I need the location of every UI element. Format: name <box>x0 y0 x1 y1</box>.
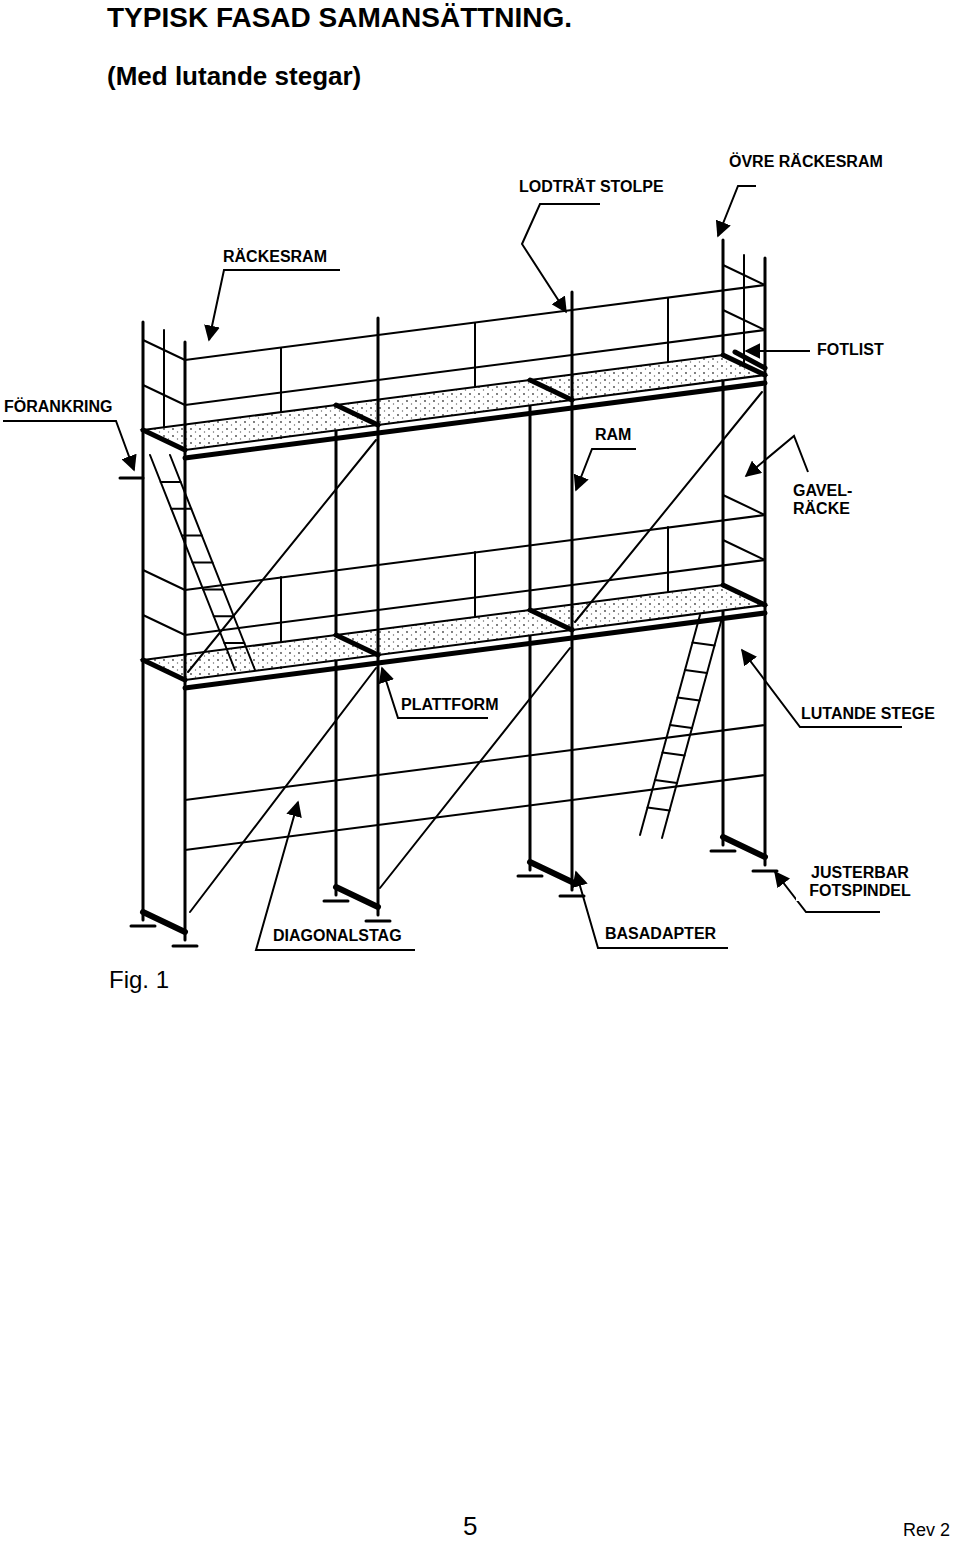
part-label: LODTRÄT STOLPE <box>518 178 665 196</box>
part-label: GAVEL- RÄCKE <box>792 482 868 519</box>
front-posts <box>185 258 765 940</box>
part-label: JUSTERBAR FOTSPINDEL <box>796 864 924 901</box>
anchor-tie <box>120 477 143 480</box>
ladders <box>150 455 722 838</box>
diagonal-braces <box>188 392 762 912</box>
base-adapters <box>143 837 765 932</box>
subtitle: (Med lutande stegar) <box>106 62 362 92</box>
revision: Rev 2 <box>902 1520 951 1541</box>
leader-lines <box>3 186 902 950</box>
part-label: RÄCKESRAM <box>222 248 328 266</box>
part-label: PLATTFORM <box>400 696 499 714</box>
toe-boards <box>185 352 765 688</box>
part-label: FOTLIST <box>816 341 885 359</box>
part-label: DIAGONALSTAG <box>272 927 403 945</box>
guard-rails <box>143 255 765 850</box>
frame-transoms <box>143 355 765 680</box>
page-title: TYPISK FASAD SAMANSÄTTNING. <box>106 2 573 34</box>
figure-caption: Fig. 1 <box>108 966 170 994</box>
part-label: RAM <box>594 426 632 444</box>
part-label: BASADAPTER <box>604 925 717 943</box>
part-label: LUTANDE STEGE <box>800 705 936 723</box>
part-label: FÖRANKRING <box>3 398 113 416</box>
foot-plates <box>131 851 777 946</box>
part-label: ÖVRE RÄCKESRAM <box>728 153 884 171</box>
page-number: 5 <box>462 1512 478 1541</box>
platforms <box>143 355 765 680</box>
